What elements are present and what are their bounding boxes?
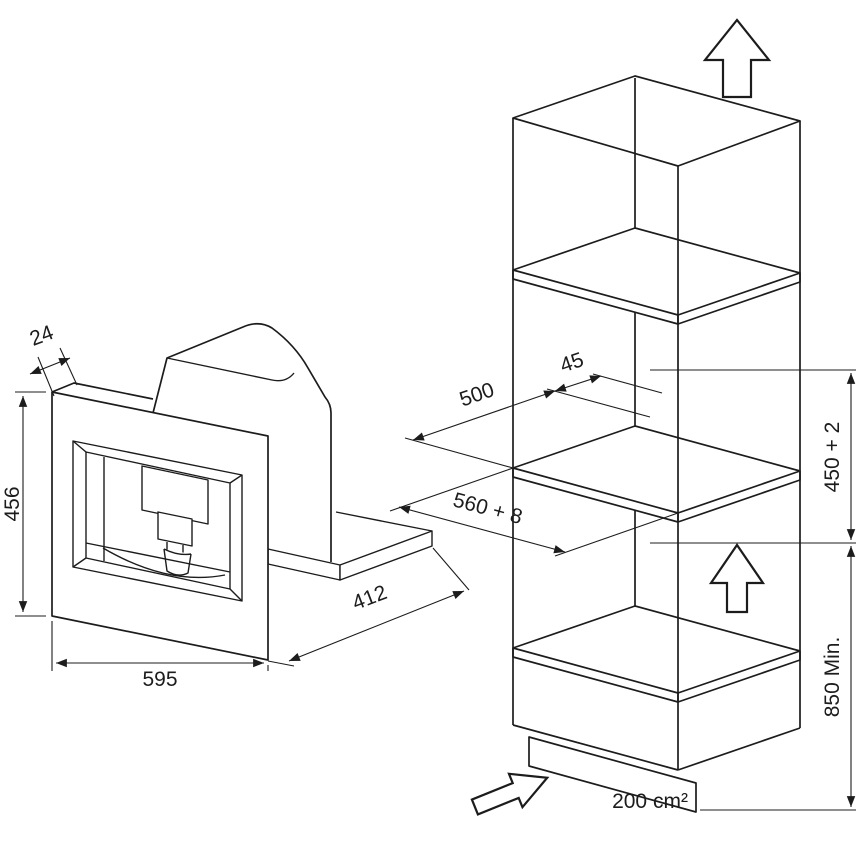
recess-corner-line	[72, 557, 87, 568]
shelf-right-edge	[677, 470, 801, 514]
shelf-middle	[512, 425, 801, 523]
recess-corner-line	[72, 440, 87, 453]
dim-label-frame-depth: 24	[27, 321, 57, 351]
recess-corner-line	[229, 588, 243, 602]
shelf-right-edge	[677, 272, 801, 316]
shelf-front-edge	[512, 467, 679, 514]
coffee-machine-view: 24 456 595 412	[1, 321, 470, 691]
dim-front-height: 456	[1, 391, 46, 617]
brew-unit	[141, 465, 209, 525]
machine-base-plate-front	[267, 548, 341, 581]
extension-line	[546, 388, 651, 418]
dim-label-niche-height: 450 + 2	[821, 422, 844, 493]
dim-min-height: 850 Min.	[700, 546, 856, 811]
cabinet-bottom-right-edge	[677, 727, 801, 771]
extension-line	[432, 547, 470, 591]
fascia-frame-return	[51, 382, 154, 400]
machine-base-plate-rear-edge	[335, 511, 433, 532]
cup-rim	[163, 548, 192, 556]
dim-label-total-depth: 412	[349, 581, 390, 615]
dimension-line	[412, 390, 556, 441]
machine-body-top-front-edge	[166, 357, 295, 382]
drip-tray-edge	[85, 542, 231, 573]
dim-front-width: 595	[51, 621, 269, 691]
dimension-line	[398, 505, 566, 554]
airflow-intake-arrow-shape	[470, 772, 550, 816]
shelf-right-edge	[677, 650, 801, 694]
dispensing-spout	[157, 511, 193, 547]
cabinet-top-rim	[512, 75, 801, 167]
dim-label-front-width: 595	[142, 668, 177, 691]
airflow-up-arrow-middle-icon	[708, 543, 766, 614]
dim-label-niche-depth: 500	[457, 378, 498, 411]
recess-corner-line	[229, 474, 243, 484]
extension-line	[592, 373, 663, 394]
plinth-panel	[528, 736, 697, 813]
cabinet-view: 500 45 560 + 8 450 + 2 850 Min.	[389, 18, 856, 816]
extension-line	[267, 660, 295, 667]
dim-niche-height: 450 + 2	[650, 369, 856, 544]
dimension-line	[29, 357, 71, 375]
extension-line	[404, 437, 514, 469]
vent-area-label: 200 cm²	[612, 790, 688, 813]
shelf-upper	[512, 227, 801, 325]
shelf-front-edge	[512, 269, 679, 316]
extension-line	[37, 356, 55, 397]
extension-line	[389, 467, 514, 512]
airflow-intake-arrow-icon	[470, 772, 550, 816]
airflow-up-arrow-top-icon	[702, 18, 772, 99]
shelf-bottom	[512, 605, 801, 703]
cabinet-bottom-front-edge	[512, 724, 679, 771]
dim-label-min-height: 850 Min.	[821, 637, 844, 718]
dim-rear-gap: 45	[554, 348, 663, 394]
drip-tray-arc	[102, 547, 226, 579]
dim-label-rear-gap: 45	[557, 348, 587, 377]
dimension-line	[554, 375, 602, 392]
machine-body-top	[152, 322, 332, 562]
extension-line	[554, 512, 679, 557]
machine-base-plate-side	[339, 530, 433, 581]
dim-total-depth: 412	[267, 547, 470, 667]
dim-label-front-height: 456	[1, 486, 24, 521]
shelf-front-edge	[512, 647, 679, 694]
extension-line	[59, 347, 78, 386]
dimension-line	[288, 590, 465, 662]
